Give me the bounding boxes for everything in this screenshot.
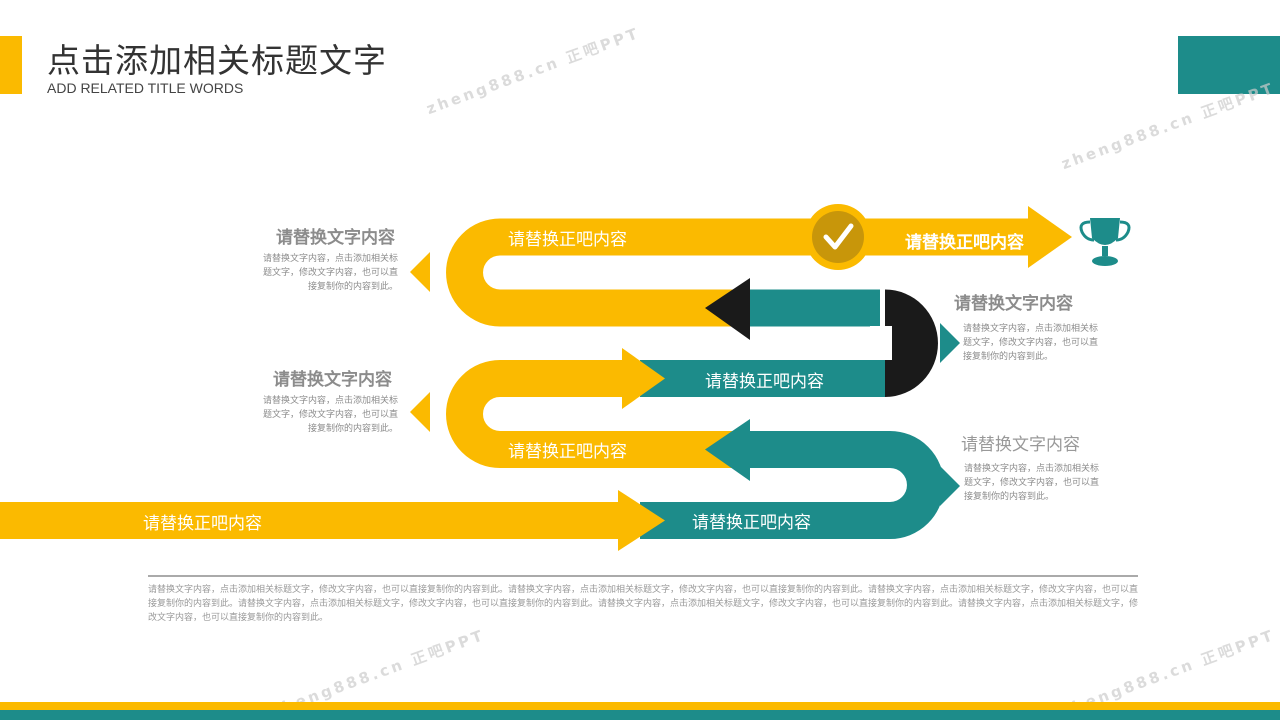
black-u-turn (885, 289, 938, 397)
trophy-icon (1079, 218, 1131, 266)
bottom-bar-teal (0, 710, 1280, 720)
note-body-3: 请替换文字内容，点击添加相关标题文字，修改文字内容，也可以直接复制你的内容到此。 (963, 324, 1099, 362)
black-arrowhead (705, 278, 750, 340)
flow-label-row5-left: 请替换正吧内容 (143, 514, 262, 534)
arrowhead-row5 (618, 490, 665, 551)
title-accent-bar (0, 36, 22, 94)
footer-paragraph: 请替换文字内容，点击添加相关标题文字，修改文字内容，也可以直接复制你的内容到此。… (148, 575, 1138, 625)
arrowhead-row3 (622, 348, 665, 409)
right-marker-1 (940, 323, 960, 363)
right-marker-2 (940, 466, 960, 506)
bottom-bar-yellow (0, 702, 1280, 710)
check-icon (823, 223, 854, 250)
teal-path-bottom (640, 431, 944, 539)
note-heading-2: 请替换文字内容 (273, 370, 392, 390)
note-body-1: 请替换文字内容，点击添加相关标题文字，修改文字内容，也可以直接复制你的内容到此。 (262, 254, 398, 292)
flow-label-row1-right: 请替换正吧内容 (905, 233, 1024, 253)
note-heading-4: 请替换文字内容 (961, 435, 1080, 455)
corner-block (1178, 36, 1280, 94)
left-marker-1 (410, 252, 430, 292)
page-title: 点击添加相关标题文字 (47, 41, 387, 80)
yellow-path-middle (446, 360, 750, 468)
page-subtitle: ADD RELATED TITLE WORDS (47, 80, 244, 96)
flow-label-row3: 请替换正吧内容 (705, 372, 824, 392)
left-marker-2 (410, 392, 430, 432)
note-heading-3: 请替换文字内容 (954, 294, 1073, 314)
flow-label-row1: 请替换正吧内容 (508, 230, 627, 250)
yellow-path-top (446, 218, 1035, 327)
note-heading-1: 请替换文字内容 (276, 228, 395, 248)
note-body-4: 请替换文字内容，点击添加相关标题文字，修改文字内容，也可以直接复制你的内容到此。 (964, 464, 1100, 502)
note-body-2: 请替换文字内容，点击添加相关标题文字，修改文字内容，也可以直接复制你的内容到此。 (262, 396, 398, 434)
arrowhead-top (1028, 206, 1072, 268)
teal-arrowhead-row4 (705, 419, 750, 481)
flow-label-row5-right: 请替换正吧内容 (692, 513, 811, 533)
flow-label-row4: 请替换正吧内容 (508, 442, 627, 462)
